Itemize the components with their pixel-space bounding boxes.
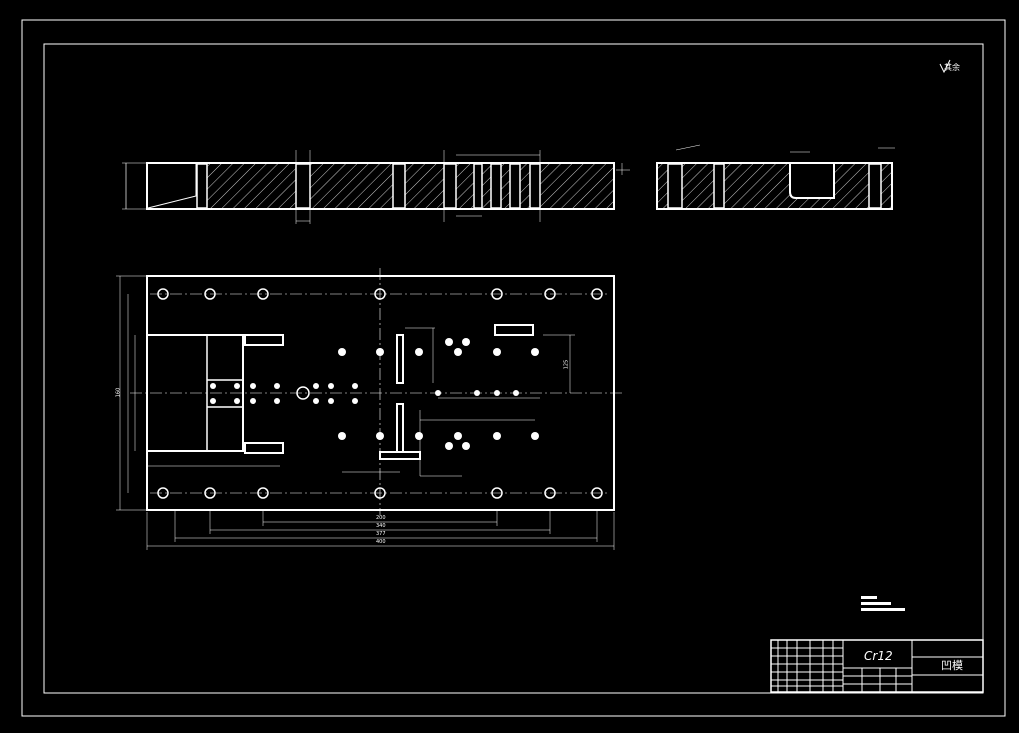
plan-view [116,268,625,550]
material-label: Cr12 [864,649,893,663]
side-section-view [656,144,895,210]
dim-length-2: 377 [376,531,386,537]
dim-overall-length: 400 [376,539,386,545]
legend-bars [861,596,905,611]
dim-length-4: 200 [376,515,386,521]
outer-frame [21,19,1006,717]
corner-holes-top [157,288,603,300]
title-block [770,639,984,693]
roughness-symbol [939,59,951,74]
front-section-view [122,150,630,224]
dim-length-3: 340 [376,523,386,529]
part-name-label: 凹模 [941,659,963,672]
sheet-note: 其余 [944,63,960,72]
dim-hole-spacing: 125 [563,359,570,370]
inner-frame [43,43,984,694]
plan-holes [157,288,603,499]
corner-holes-bottom [157,487,603,499]
dim-overall-height: 160 [115,387,122,398]
